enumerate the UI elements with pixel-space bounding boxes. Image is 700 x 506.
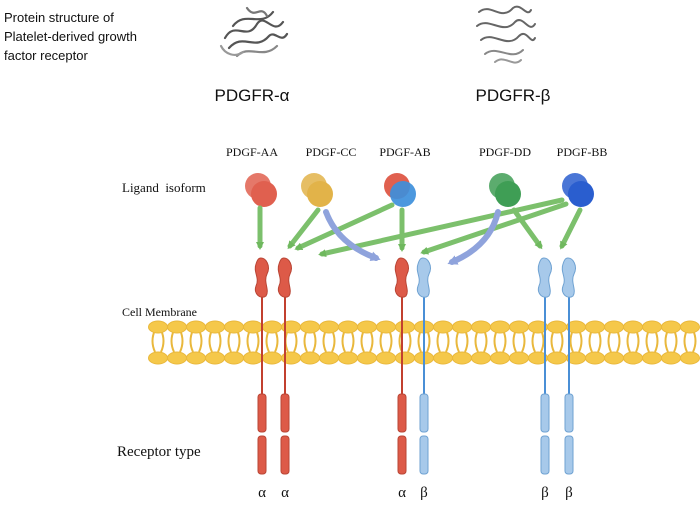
protein-ribbon-icon-alpha	[219, 6, 289, 58]
ligand-pdgf-cc	[301, 173, 333, 207]
ligand-name-pdgf-ab: PDGF-AB	[379, 145, 430, 159]
receptor-subunit-label-beta-3: β	[565, 485, 573, 501]
caption-line-3: factor receptor	[4, 48, 88, 63]
receptor-subunit-label-alpha-3: α	[398, 485, 406, 501]
receptor-subunit-beta-6	[561, 257, 576, 475]
receptor-subunit-label-alpha-2: α	[281, 485, 289, 501]
receptor-type-label: Receptor type	[117, 444, 201, 460]
receptor-group	[254, 257, 576, 475]
receptor-subunit-label-beta-2: β	[541, 485, 549, 501]
receptor-subunit-alpha-3	[394, 257, 409, 475]
arrow-bb-to-bb	[559, 207, 583, 250]
cell-membrane-label: Cell Membrane	[122, 305, 197, 319]
ligand-name-pdgf-dd: PDGF-DD	[479, 145, 531, 159]
pdgfr-alpha-title: PDGFR-α	[215, 86, 290, 105]
receptor-subunit-beta-4	[416, 257, 431, 475]
receptor-subunit-alpha-2	[277, 257, 292, 475]
caption-line-1: Protein structure of	[4, 10, 114, 25]
ligand-pdgf-bb	[562, 173, 594, 207]
arrow-ab-to-aa	[294, 202, 395, 251]
ligand-pdgf-aa	[245, 173, 277, 207]
arrow-dd-to-bb	[511, 207, 543, 250]
ligand-isoform-label: Ligand isoform	[122, 180, 206, 195]
ligand-name-pdgf-bb: PDGF-BB	[557, 145, 608, 159]
pdgfr-beta-title: PDGFR-β	[476, 86, 551, 105]
receptor-subunit-label-beta-1: β	[420, 485, 428, 501]
receptor-subunit-beta-5	[537, 257, 552, 475]
protein-ribbon-icon-beta	[476, 5, 536, 64]
binding-arrows	[256, 197, 583, 265]
caption-line-2: Platelet-derived growth	[4, 29, 137, 44]
receptor-subunit-label-alpha-1: α	[258, 485, 266, 501]
receptor-subunit-alpha-1	[254, 257, 269, 475]
ligand-pdgf-dd	[489, 173, 521, 207]
arrow-bb-to-aa	[318, 197, 565, 258]
ligand-pdgf-ab	[384, 173, 416, 207]
ligand-name-pdgf-aa: PDGF-AA	[226, 145, 278, 159]
arrow-cc-to-aa	[287, 207, 321, 250]
ligand-name-pdgf-cc: PDGF-CC	[306, 145, 357, 159]
arrow-cc-to-ab-curve	[323, 209, 381, 261]
arrow-dd-to-ab-curve	[447, 209, 501, 265]
